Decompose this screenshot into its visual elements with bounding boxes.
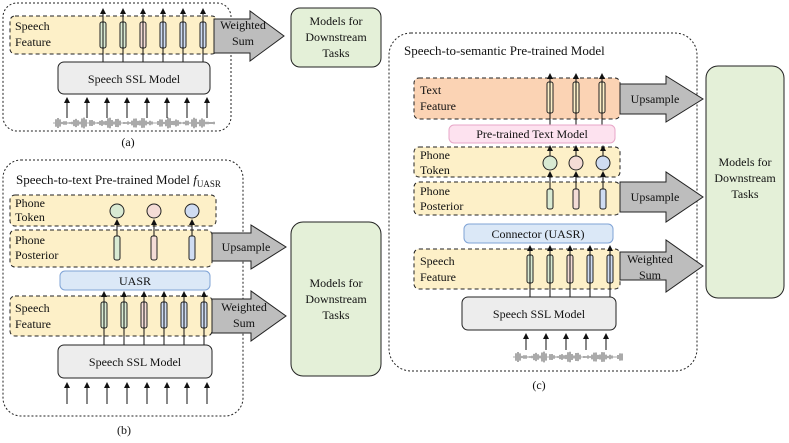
phone-token-circle	[542, 155, 558, 171]
waveform-icon	[53, 117, 215, 129]
feature-bar	[150, 235, 158, 261]
posterior-bars	[546, 188, 607, 210]
upsample-label: Upsample	[631, 190, 680, 204]
speech-ssl-model	[57, 344, 213, 379]
speech-feature-label: Speech	[420, 254, 455, 268]
weighted-sum-arrow	[619, 239, 704, 293]
feature-bar	[188, 235, 196, 261]
weighted-sum-label: Weighted	[220, 18, 266, 32]
weighted-sum-label: Sum	[233, 316, 256, 330]
speech-feature-label: Speech	[15, 301, 50, 315]
speech-feature-label: Speech	[15, 19, 50, 33]
weighted-sum-arrow	[213, 10, 285, 62]
speech-ssl-model-label: Speech SSL Model	[89, 355, 182, 369]
feature-bar	[572, 188, 580, 210]
upsample-label: Upsample	[631, 92, 680, 106]
downstream-label: Downstream	[305, 30, 367, 44]
weighted-sum-arrow	[211, 290, 287, 342]
phone-token-circle	[109, 203, 125, 219]
upsample-arrow	[619, 171, 704, 223]
feature-arrows	[101, 291, 207, 345]
phone-token-label: Token	[420, 163, 450, 177]
phone-posterior-label: Posterior	[15, 248, 58, 262]
upsample-arrow	[619, 75, 704, 123]
feature-bar	[546, 188, 554, 210]
panel-b-caption: (b)	[117, 423, 131, 437]
downstream-box	[705, 65, 785, 299]
panel-b: Speech-to-text Pre-trained Model fUASR P…	[2, 159, 382, 437]
input-arrows	[64, 97, 210, 118]
panel-c-title: Speech-to-semantic Pre-trained Model	[404, 43, 605, 58]
phone-token-circle	[146, 203, 162, 219]
text-feature-label: Feature	[420, 99, 456, 113]
panel-c-frame	[388, 32, 698, 372]
panel-a-caption: (a)	[121, 135, 134, 149]
speech-feature-label: Feature	[15, 317, 51, 331]
phone-token-label: Phone	[15, 196, 45, 210]
pretrained-text-model-box	[448, 124, 616, 144]
phone-posterior-label: Phone	[15, 233, 45, 247]
weighted-sum-label: Weighted	[627, 252, 673, 266]
phone-token-label: Token	[15, 210, 45, 224]
phone-posterior-box	[413, 181, 621, 216]
panel-a: Speech Feature Speech SSL Model Weighted…	[2, 2, 382, 149]
speech-feature-label: Feature	[15, 35, 51, 49]
downstream-box	[290, 7, 382, 68]
waveform-icon	[513, 351, 623, 363]
downstream-label: Downstream	[714, 171, 776, 185]
uasr-label: UASR	[119, 274, 151, 288]
text-feature-label: Text	[420, 83, 442, 97]
downstream-label: Models for	[310, 276, 363, 290]
weighted-sum-label: Sum	[232, 34, 255, 48]
weighted-sum-label: Weighted	[221, 300, 267, 314]
input-arrows	[523, 333, 609, 350]
speech-ssl-model	[57, 61, 211, 95]
posterior-bars	[113, 235, 196, 261]
downstream-label: Downstream	[305, 292, 367, 306]
phone-token-circle	[595, 155, 611, 171]
feature-arrows	[100, 8, 206, 66]
downstream-box	[290, 221, 382, 377]
feature-bar	[113, 235, 121, 261]
phone-token-circle	[184, 203, 200, 219]
speech-ssl-model-label: Speech SSL Model	[88, 72, 181, 86]
pretrained-text-model-label: Pre-trained Text Model	[476, 127, 588, 141]
downstream-label: Models for	[719, 155, 772, 169]
panel-b-frame	[2, 159, 244, 417]
upsample-arrow	[211, 224, 287, 270]
input-arrows	[64, 382, 210, 404]
phone-posterior-label: Phone	[420, 184, 450, 198]
panel-c: Speech-to-semantic Pre-trained Model Tex…	[388, 32, 785, 392]
uasr-box	[59, 270, 211, 291]
weighted-sum-label: Sum	[639, 268, 662, 282]
connector-uasr-label: Connector (UASR)	[492, 227, 585, 241]
phone-token-label: Phone	[420, 148, 450, 162]
speech-feature-label: Feature	[420, 270, 456, 284]
panel-c-caption: (c)	[532, 378, 545, 392]
phone-posterior-label: Posterior	[420, 199, 463, 213]
phone-token-circle	[568, 155, 584, 171]
connector-uasr-box	[463, 223, 614, 244]
speech-ssl-model	[461, 296, 617, 331]
upsample-label: Upsample	[222, 240, 271, 254]
downstream-label: Tasks	[322, 308, 349, 322]
feature-arrows	[527, 245, 613, 298]
phone-token-box	[413, 146, 621, 178]
downstream-label: Models for	[310, 14, 363, 28]
panel-a-frame	[2, 2, 232, 132]
downstream-label: Tasks	[731, 187, 758, 201]
panel-b-title: Speech-to-text Pre-trained Model fUASR	[16, 172, 221, 189]
speech-ssl-model-label: Speech SSL Model	[493, 307, 586, 321]
downstream-label: Tasks	[322, 46, 349, 60]
feature-bar	[599, 188, 607, 210]
